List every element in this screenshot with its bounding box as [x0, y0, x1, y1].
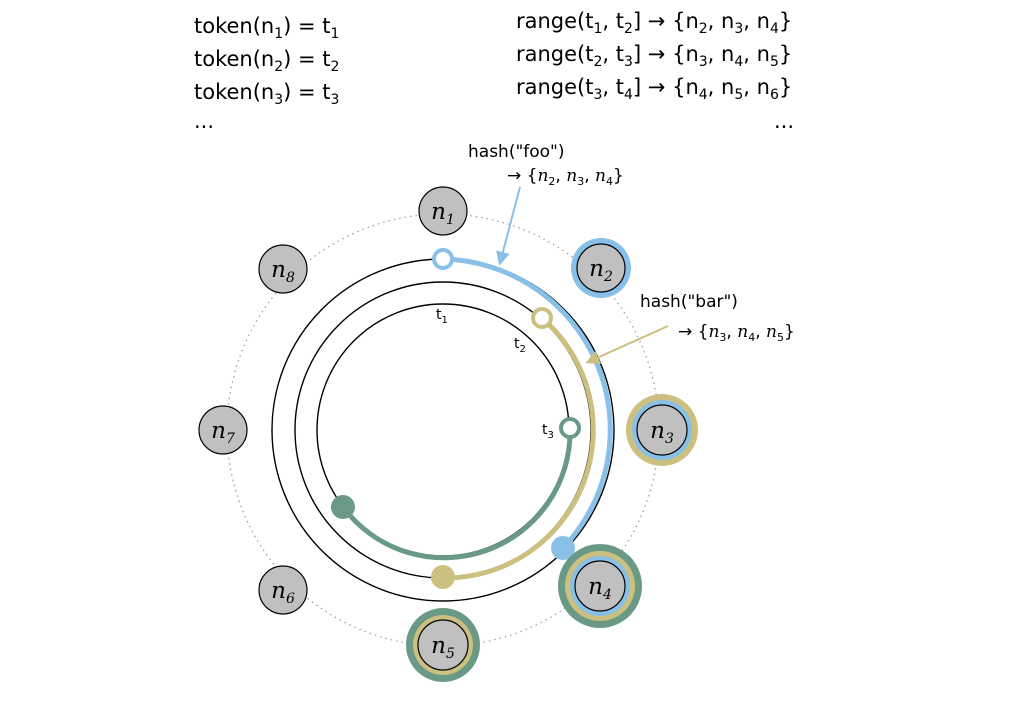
- range-list: range(t1, t2] → {n2, n3, n4} range(t2, t…: [516, 9, 794, 133]
- green-end-marker: [331, 495, 355, 519]
- foo-end-marker: [551, 536, 575, 560]
- range-line-2: range(t2, t3] → {n3, n4, n5}: [516, 42, 792, 70]
- token-marks: t1 t2 t3: [436, 307, 554, 441]
- range-ellipsis: ...: [774, 109, 794, 133]
- annotation-bar: hash("bar") → {n3, n4, n5}: [640, 292, 795, 344]
- token-mark-t1: t1: [436, 307, 448, 326]
- token-mark-t3: t3: [542, 422, 554, 441]
- svg-text:n5: n5: [431, 633, 455, 662]
- node-n7: n7: [198, 405, 248, 455]
- range-line-3: range(t3, t4] → {n4, n5, n6}: [516, 75, 792, 103]
- green-start-marker: [559, 417, 581, 439]
- svg-text:n8: n8: [271, 257, 295, 286]
- svg-text:n3: n3: [650, 418, 674, 447]
- svg-text:n6: n6: [271, 578, 295, 607]
- node-n8: n8: [258, 244, 308, 294]
- foo-start-marker: [432, 248, 454, 270]
- token-line-2: token(n2) = t2: [194, 47, 339, 75]
- node-n4: n4: [558, 544, 642, 628]
- foo-arrow: [496, 186, 521, 266]
- token-mark-t2: t2: [514, 336, 526, 355]
- bar-start-marker: [531, 307, 553, 329]
- annotation-foo: hash("foo") → {n2, n3, n4}: [468, 142, 624, 188]
- svg-text:n1: n1: [431, 199, 455, 228]
- arc-bar-olive: [442, 316, 596, 581]
- token-line-1: token(n1) = t1: [194, 14, 339, 42]
- node-n2: n2: [571, 238, 631, 298]
- svg-text:n4: n4: [588, 574, 612, 603]
- range-line-1: range(t1, t2] → {n2, n3, n4}: [516, 9, 792, 37]
- foo-call: hash("foo"): [468, 142, 565, 162]
- svg-text:n7: n7: [211, 418, 235, 447]
- node-n6: n6: [258, 565, 308, 615]
- arc-foo-blue: [442, 256, 613, 550]
- token-line-3: token(n3) = t3: [194, 80, 339, 108]
- bar-result: → {n3, n4, n5}: [678, 322, 795, 344]
- token-ellipsis: ...: [194, 109, 214, 133]
- node-n5: n5: [406, 608, 480, 682]
- bar-end-marker: [431, 565, 455, 589]
- bar-arrow: [585, 325, 669, 364]
- svg-text:n2: n2: [589, 256, 613, 285]
- token-list: token(n1) = t1 token(n2) = t2 token(n3) …: [194, 14, 339, 133]
- bar-call: hash("bar"): [640, 292, 738, 312]
- foo-result: → {n2, n3, n4}: [507, 166, 624, 188]
- node-n1: n1: [418, 186, 468, 236]
- node-n3: n3: [626, 394, 698, 466]
- arc-green: [340, 427, 573, 561]
